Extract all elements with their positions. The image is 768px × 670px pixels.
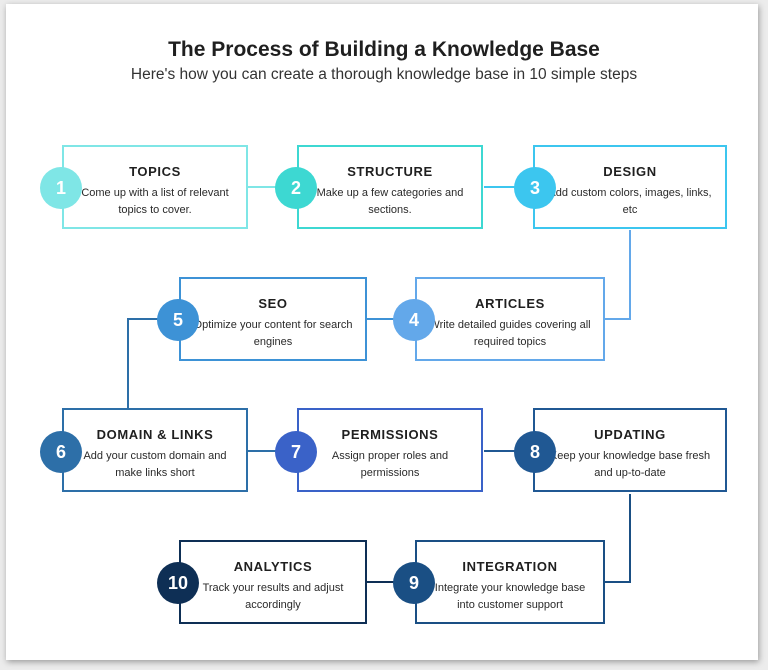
step-number-5: 5 [157,299,199,341]
step-title: STRUCTURE [347,164,433,179]
step-number-8: 8 [514,431,556,473]
step-description: Make up a few categories and sections. [316,187,464,216]
step-number-4: 4 [393,299,435,341]
page-subtitle: Here's how you can create a thorough kno… [130,66,638,83]
step-number-9: 9 [393,562,435,604]
step-box-seo: SEO Optimize your content for search eng… [179,277,367,361]
step-description: Assign proper roles and permissions [331,450,449,479]
step-title: SEO [258,296,288,311]
step-number-10: 10 [157,562,199,604]
step-number-6: 6 [40,431,82,473]
step-box-permissions: PERMISSIONS Assign proper roles and perm… [297,408,483,492]
step-description: Optimize your content for search engines [193,319,353,348]
step-box-domain-links: DOMAIN & LINKS Add your custom domain an… [62,408,248,492]
step-box-updating: UPDATING Keep your knowledge base fresh … [533,408,727,492]
page-title: The Process of Building a Knowledge Base [168,38,600,61]
step-title: DESIGN [603,164,657,179]
step-title: UPDATING [594,427,666,442]
connector-3-4 [604,230,631,320]
step-title: ARTICLES [475,296,545,311]
step-box-design: DESIGN Add custom colors, images, links,… [533,145,727,229]
step-title: PERMISSIONS [341,427,439,442]
infographic-card [6,4,758,660]
step-title: INTEGRATION [462,559,558,574]
step-number-3: 3 [514,167,556,209]
step-description: Track your results and adjust accordingl… [202,582,344,611]
step-title: ANALYTICS [233,559,313,574]
step-description: Add your custom domain and make links sh… [83,450,227,479]
step-description: Keep your knowledge base fresh and up-to… [549,450,711,479]
step-description: Add custom colors, images, links, etc [548,187,712,216]
step-title: TOPICS [129,164,181,179]
step-title: DOMAIN & LINKS [96,427,214,442]
step-box-analytics: ANALYTICS Track your results and adjust … [179,540,367,624]
step-number-7: 7 [275,431,317,473]
step-description: Write detailed guides covering all requi… [429,319,591,348]
step-description: Come up with a list of relevant topics t… [81,187,229,216]
step-box-articles: ARTICLES Write detailed guides covering … [415,277,605,361]
step-number-1: 1 [40,167,82,209]
step-number-2: 2 [275,167,317,209]
step-box-structure: STRUCTURE Make up a few categories and s… [297,145,483,229]
connector-8-9 [604,494,631,583]
step-box-topics: TOPICS Come up with a list of relevant t… [62,145,248,229]
step-description: Integrate your knowledge base into custo… [434,582,586,611]
step-box-integration: INTEGRATION Integrate your knowledge bas… [415,540,605,624]
